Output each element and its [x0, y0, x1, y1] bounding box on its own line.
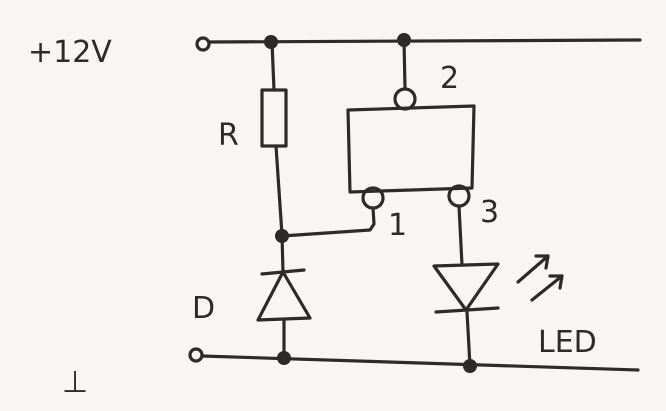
junction-supply-resistor: [264, 35, 278, 49]
led-branch: [432, 254, 564, 368]
supply-rail: [195, 36, 642, 52]
pin-2-terminal: [393, 87, 417, 111]
led-bottom-wire: [465, 310, 472, 368]
led-arrow-2: [530, 274, 564, 302]
pin-2-label: 2: [440, 61, 459, 96]
resistor-label: R: [218, 118, 239, 153]
led-arrow-1-head: [534, 254, 550, 270]
led-cathode-bar: [434, 306, 500, 314]
ground-rail: [188, 347, 640, 372]
supply-label: +12V: [28, 35, 112, 70]
pin-1-label: 1: [388, 208, 407, 243]
junction-ground-zener: [277, 351, 291, 365]
zener-triangle: [256, 270, 312, 322]
led-arrow-1: [516, 254, 550, 284]
pin-2-wire: [402, 38, 407, 90]
pin-3-wire: [457, 204, 464, 267]
led-light-arrows: [516, 254, 564, 302]
supply-wire: [207, 38, 642, 44]
regulator-body: [346, 104, 476, 194]
junction-supply-regulator: [397, 33, 411, 47]
regulator-block: [280, 38, 476, 267]
junction-resistor-zener: [275, 229, 289, 243]
pin-1-wire: [280, 206, 376, 238]
pin-3-label: 3: [480, 195, 499, 230]
led-label: LED: [538, 325, 597, 360]
resistor-branch: [260, 40, 288, 237]
resistor-top-wire: [270, 40, 276, 92]
ground-wire: [200, 354, 640, 372]
junction-ground-led: [463, 359, 477, 373]
resistor-bottom-wire: [274, 144, 284, 237]
ground-label: ⊥: [62, 365, 88, 400]
supply-terminal: [195, 36, 211, 52]
zener-branch: [256, 233, 312, 360]
zener-label: D: [192, 291, 215, 326]
junctions: [264, 33, 477, 373]
resistor-symbol: [260, 88, 288, 148]
led-triangle: [432, 262, 500, 312]
ground-terminal: [188, 347, 204, 363]
led-arrow-2-head: [548, 274, 564, 290]
